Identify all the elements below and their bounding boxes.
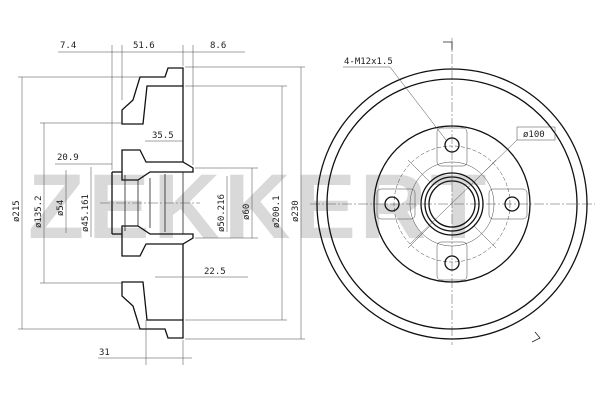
drum-outer-circle [316, 68, 588, 340]
dim-dia-50-216: ø50.216 [217, 194, 227, 232]
drum-section-view: 7.4 51.6 8.6 35.5 20.9 22.5 31 ø215 ø135… [12, 41, 305, 365]
dim-dia-45-161: ø45.161 [81, 194, 91, 232]
dimension-labels: 7.4 51.6 8.6 35.5 20.9 22.5 31 ø215 ø135… [12, 41, 301, 358]
drum-front-view: 4-M12x1.5 ø100 [310, 38, 595, 345]
bolt-callout: 4-M12x1.5 [343, 57, 447, 141]
dim-dia-135-2: ø135.2 [34, 195, 44, 228]
dim-dia-230: ø230 [291, 200, 301, 222]
center-bore [428, 180, 476, 228]
drum-inner-circle [326, 78, 578, 330]
extension-lines [18, 45, 305, 365]
pcd-callout: ø100 [409, 126, 556, 245]
dim-dia-215: ø215 [12, 200, 22, 222]
hub-boss-circle [409, 161, 495, 247]
section-marker-bottom [531, 331, 541, 343]
dim-dia-54: ø54 [56, 200, 66, 216]
section-upper-half [121, 67, 194, 181]
bolt-hole-left [384, 196, 400, 212]
dim-22-5: 22.5 [204, 267, 226, 277]
dim-35-5: 35.5 [152, 131, 174, 141]
dim-51-6: 51.6 [133, 41, 155, 51]
bolt-hole-bottom [444, 255, 460, 271]
section-marker-top [443, 41, 453, 50]
dimension-lines [21, 51, 302, 359]
dim-8-6: 8.6 [210, 41, 226, 51]
center-bore-outer [420, 172, 484, 236]
dim-7-4: 7.4 [60, 41, 76, 51]
bolt-holes [384, 137, 520, 271]
pcd-label-box [516, 126, 556, 141]
dim-dia-200-1: ø200.1 [272, 195, 282, 228]
dim-31: 31 [99, 348, 110, 358]
dim-20-9: 20.9 [57, 153, 79, 163]
bolt-hole-top [444, 137, 460, 153]
pcd-circle [393, 145, 511, 263]
center-bore-inner [424, 176, 480, 232]
pcd-label: ø100 [523, 130, 545, 140]
bolt-hole-right [504, 196, 520, 212]
bolt-thread-label: 4-M12x1.5 [344, 57, 393, 67]
hub-bore [100, 86, 200, 320]
section-lower-half [121, 225, 194, 339]
dim-dia-60: ø60 [242, 204, 252, 220]
hub-flange-circle [373, 125, 531, 283]
